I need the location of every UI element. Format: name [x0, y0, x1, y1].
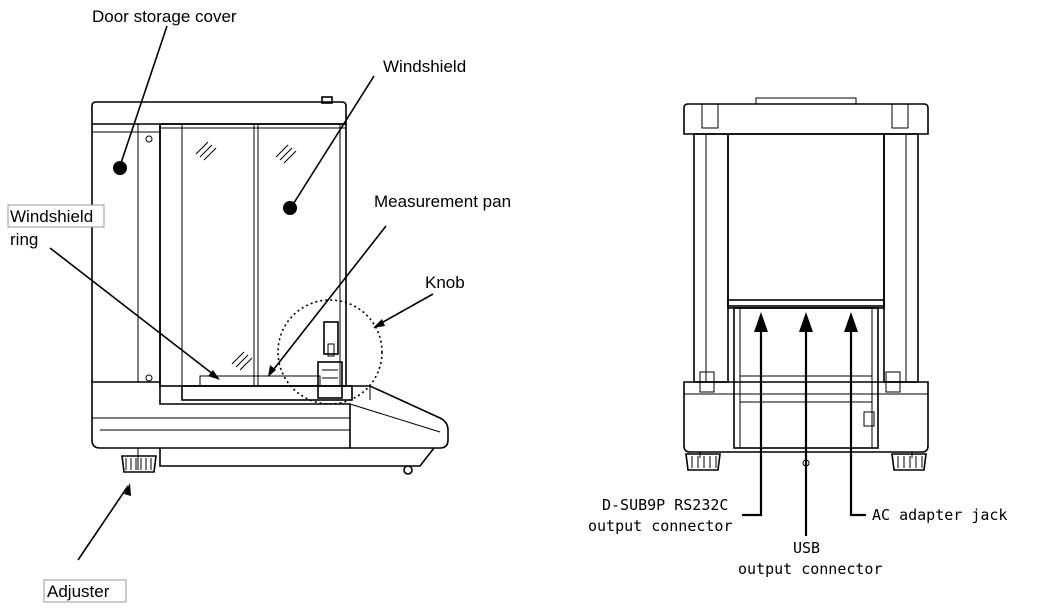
windshield-ring-label-line2: ring — [10, 230, 38, 249]
adjuster-label-box — [43, 579, 127, 603]
windshield-ring-label-line1: Windshield — [10, 207, 93, 226]
rear-view-balance — [683, 97, 929, 471]
ac-adapter-arrow-head — [844, 312, 858, 332]
windshield-label: Windshield — [383, 57, 466, 76]
knob-label: Knob — [425, 273, 465, 292]
usb-arrow-head — [799, 312, 813, 332]
dsub-arrow-head — [754, 312, 768, 332]
ac-adapter-label: AC adapter jack — [872, 506, 1007, 524]
dsub-label-line1: D-SUB9P RS232C — [602, 496, 728, 514]
knob-arrow — [373, 319, 385, 328]
adjuster-arrow — [124, 483, 131, 496]
glass-hatch — [195, 141, 297, 371]
usb-label-line2: output connector — [738, 560, 883, 578]
windshield-ring-label-box — [7, 204, 105, 228]
measurement-pan-arrow — [268, 365, 276, 377]
rear-view-callouts — [742, 312, 866, 536]
adjuster-label: Adjuster — [47, 582, 110, 601]
door-storage-cover-label: Door storage cover — [92, 7, 237, 26]
knob-highlight-circle — [277, 299, 383, 405]
windshield-dot — [283, 201, 297, 215]
side-view-callouts — [49, 25, 434, 561]
usb-label-line1: USB — [793, 539, 820, 557]
knob-mechanism — [317, 321, 343, 399]
windshield-ring-arrow — [208, 370, 220, 380]
side-view-balance — [91, 96, 449, 475]
measurement-pan-label: Measurement pan — [374, 192, 511, 211]
dsub-label-line2: output connector — [588, 517, 733, 535]
door-storage-cover-dot — [113, 161, 127, 175]
